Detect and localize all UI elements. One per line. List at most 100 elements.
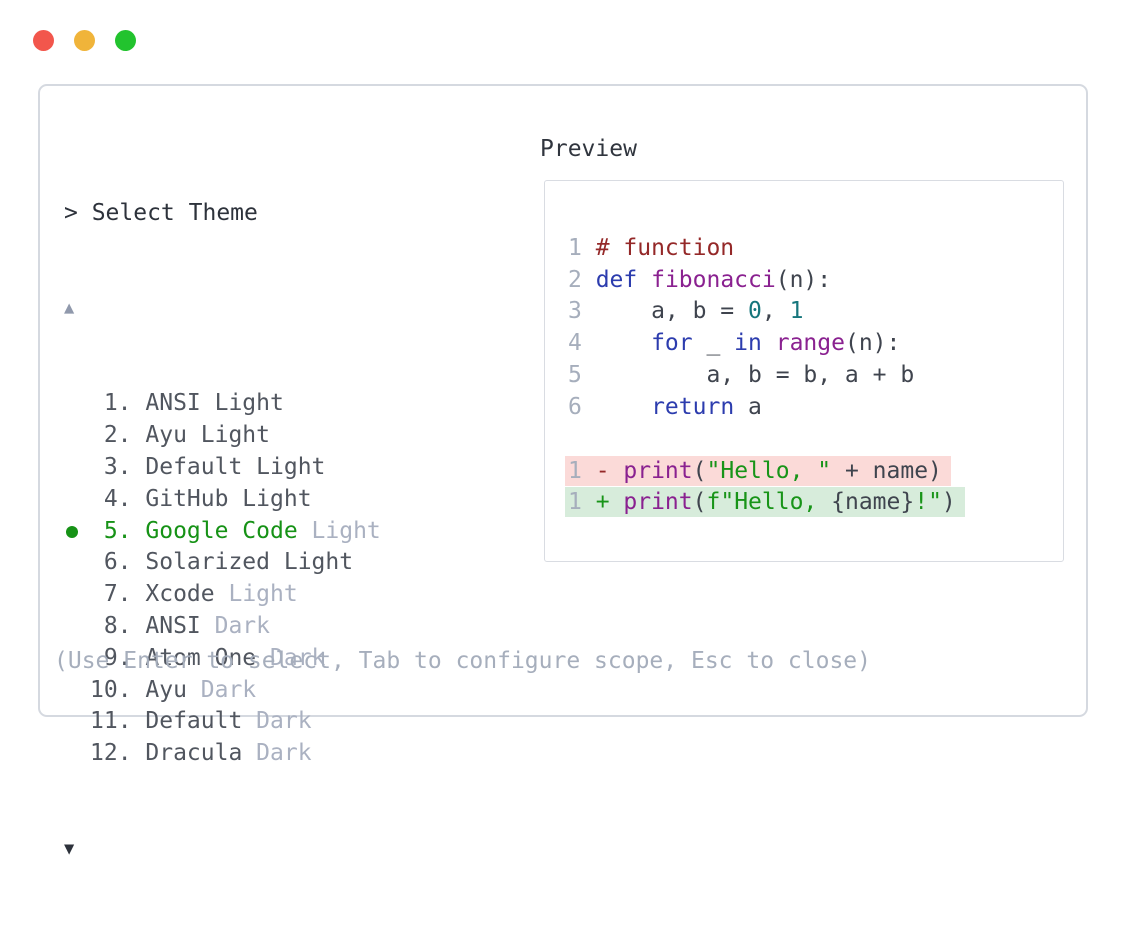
token-kwd: in <box>734 330 762 357</box>
theme-item-xcode[interactable]: 7. Xcode Light <box>64 579 381 611</box>
theme-item-variant: Dark <box>270 644 326 671</box>
minimize-button[interactable] <box>74 30 95 51</box>
token-pln: {name} <box>831 488 915 515</box>
token-typ: range <box>775 330 845 357</box>
theme-item-name: GitHub Light <box>145 485 312 512</box>
marker-empty <box>64 484 90 516</box>
theme-item-ayu[interactable]: 10. Ayu Dark <box>64 675 381 707</box>
theme-item-number: 7. <box>103 581 132 608</box>
diff-line-added: 1+ print(f"Hello, {name}!") <box>565 486 965 517</box>
theme-item-name: ANSI Light <box>145 390 284 417</box>
code-line <box>565 423 605 455</box>
code-line: 6 return a <box>565 391 771 423</box>
token-pln <box>637 267 651 293</box>
scroll-up-icon: ▲ <box>64 297 75 318</box>
code-line: 3 a, b = 0, 1 <box>565 296 812 328</box>
token-typ: fibonacci <box>651 266 776 293</box>
line-number: 1 <box>568 488 582 515</box>
token-str: + <box>595 488 624 515</box>
marker-empty <box>64 547 90 579</box>
preview-label: Preview <box>540 136 637 162</box>
marker-empty <box>64 452 90 484</box>
theme-item-name: Xcode <box>145 581 215 608</box>
theme-item-github-light[interactable]: 4.GitHub Light <box>64 484 381 516</box>
theme-item-ansi[interactable]: 8. ANSI Dark <box>64 611 381 643</box>
token-lit: 0 <box>748 298 762 325</box>
token-pln: a, b = <box>595 298 749 325</box>
theme-item-variant: Dark <box>214 612 270 639</box>
theme-item-number: 12. <box>90 740 132 767</box>
scroll-down-row: ▼ <box>64 834 381 866</box>
token-com: # function <box>595 234 735 261</box>
close-button[interactable] <box>33 30 54 51</box>
token-pln: ) <box>941 488 956 515</box>
theme-item-name: Google Code <box>145 517 298 544</box>
theme-item-default-light[interactable]: 3.Default Light <box>64 452 381 484</box>
marker-empty <box>64 706 90 738</box>
theme-item-name: Dracula <box>145 740 243 767</box>
scroll-up-row: ▲ <box>64 293 381 325</box>
diff-line-removed: 1- print("Hello, " + name) <box>565 455 951 486</box>
theme-item-variant: Light <box>228 581 298 608</box>
theme-item-name: ANSI <box>145 612 201 639</box>
token-pln <box>762 330 776 356</box>
select-theme-prompt: > Select Theme <box>64 199 258 226</box>
theme-item-name: Ayu Light <box>145 422 270 449</box>
token-pln: , <box>761 298 790 325</box>
theme-item-ansi-light[interactable]: 1. ANSI Light <box>64 388 381 420</box>
scroll-down-icon: ▼ <box>64 838 75 859</box>
theme-item-number: 10. <box>90 676 132 703</box>
token-pln: ( <box>692 488 707 515</box>
line-number: 1 <box>568 457 582 484</box>
theme-item-variant: Dark <box>256 740 312 767</box>
marker-empty <box>64 738 90 770</box>
theme-selector-window: > Select Theme ▲ 1. ANSI Light 2. Ayu Light… <box>38 84 1088 859</box>
theme-selector-panel: > Select Theme ▲ 1. ANSI Light 2. Ayu Light… <box>64 134 381 929</box>
token-str: f"Hello, <box>706 488 832 515</box>
theme-item-variant: Dark <box>200 676 257 703</box>
theme-item-number: 2. <box>103 422 132 449</box>
token-pln: + name) <box>831 457 942 484</box>
window-controls <box>33 30 136 51</box>
code-line: 5 a, b = b, a + b <box>565 359 923 391</box>
selected-dot-marker <box>64 516 90 548</box>
token-pln: a, b = b, a + b <box>595 362 915 389</box>
theme-item-number: 8. <box>103 612 132 639</box>
theme-item-number: 1. <box>103 390 132 417</box>
theme-item-variant: Dark <box>256 708 312 735</box>
theme-item-number: 11. <box>90 708 132 735</box>
marker-empty <box>64 611 90 643</box>
theme-item-name: Ayu <box>145 676 187 703</box>
theme-item-atom-one[interactable]: 9. Atom One Dark <box>64 643 381 675</box>
token-pln: _ <box>692 330 735 357</box>
theme-item-default[interactable]: 11. Default Dark <box>64 706 381 738</box>
line-number: 2 <box>568 266 582 293</box>
token-com: - <box>595 457 624 484</box>
theme-item-name: Solarized Light <box>145 549 354 576</box>
token-kwd: return <box>651 393 735 420</box>
token-lit: 1 <box>789 298 804 325</box>
selected-dot-icon <box>66 525 78 538</box>
token-typ: print <box>623 457 693 484</box>
token-pln <box>596 394 651 420</box>
keyboard-hints: (Use Enter to select, Tab to configure s… <box>54 648 871 674</box>
marker-empty <box>64 420 90 452</box>
marker-empty <box>64 388 90 420</box>
token-pln <box>596 330 651 356</box>
theme-item-name: Atom One <box>145 644 257 671</box>
theme-item-solarized-light[interactable]: 6.Solarized Light <box>64 547 381 579</box>
token-pln: (n): <box>844 330 901 357</box>
token-pln: (n): <box>775 266 832 293</box>
theme-item-name: Default <box>145 708 243 735</box>
maximize-button[interactable] <box>115 30 136 51</box>
theme-item-ayu-light[interactable]: 2. Ayu Light <box>64 420 381 452</box>
code-line: 4 for _ in range(n): <box>565 327 909 359</box>
marker-empty <box>64 675 90 707</box>
line-number: 5 <box>568 362 582 389</box>
theme-item-dracula[interactable]: 12. Dracula Dark <box>64 738 381 770</box>
theme-item-number: 9. <box>103 644 132 671</box>
theme-item-number: 5. <box>103 517 132 544</box>
